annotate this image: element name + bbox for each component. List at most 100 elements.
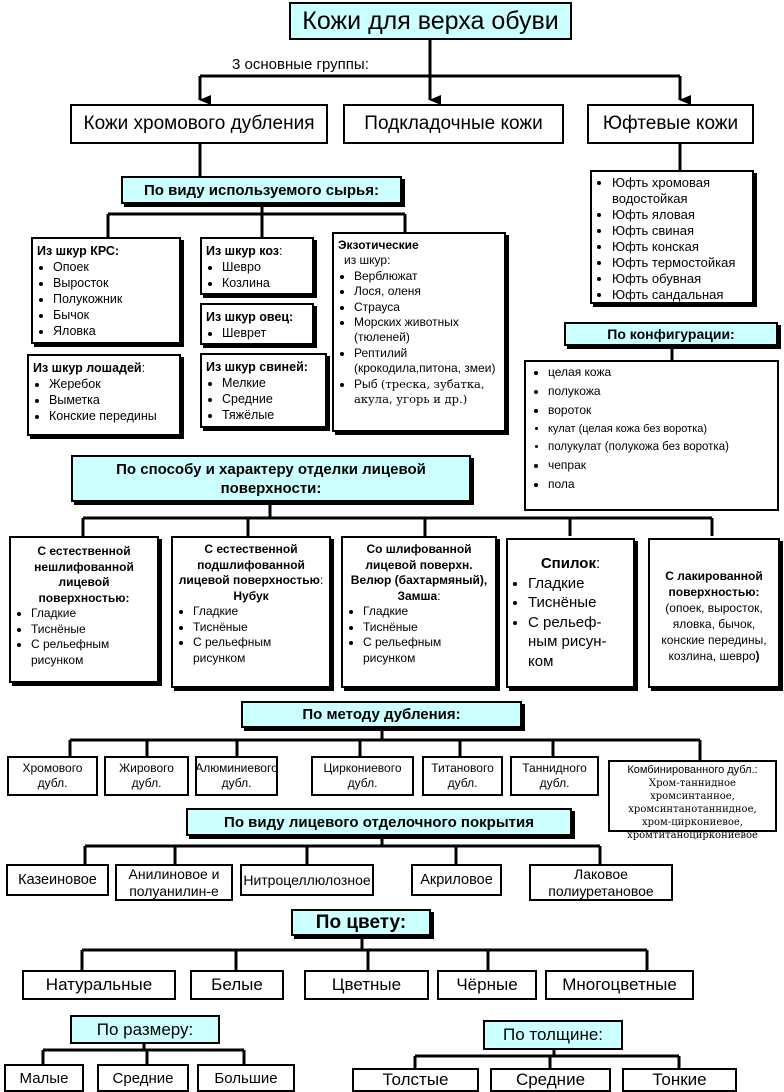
horses-box: Из шкур лошадей: Жеребок Выметка Конские… <box>27 354 181 436</box>
list-item: Тиснёные <box>528 593 629 613</box>
list-item: вороток <box>548 402 771 418</box>
list-item: Морских животных (тюленей) <box>354 315 500 346</box>
coating-casein: Казеиновое <box>6 864 109 896</box>
tanning-combined-title: Комбинированного дубл.: <box>627 764 758 776</box>
list-item: хромсинтанотаннидное, <box>628 804 757 815</box>
list-item: Лося, оленя <box>354 284 500 299</box>
finish-natural-box: С естественной нешлифованной лицевой пов… <box>9 536 159 683</box>
exotic-box: Экзотические из шкур: Верблюжат Лося, ол… <box>332 232 506 432</box>
list-item: Юфть яловая <box>612 207 748 223</box>
list-item: Выметка <box>49 392 175 408</box>
finish-nubuck-box: С естественной подшлифованной лицевой по… <box>171 536 331 688</box>
group-chrome: Кожи хромового дубления <box>70 104 328 144</box>
list-item: Юфть термостойкая <box>612 255 748 271</box>
pigs-box: Из шкур свиней: Мелкие Средние Тяжёлые <box>200 353 327 428</box>
list-item: Гладкие <box>528 574 629 594</box>
finish-velour-title: Со шлифованной лицевой поверхн.Велюр (ба… <box>350 542 488 603</box>
finish-lacquer-title: С лакированной поверхностью: <box>665 569 763 599</box>
list-item: Выросток <box>53 275 175 291</box>
coating-polyurethane: Лаковое полиуретановое <box>529 864 673 901</box>
tanning-combined: Комбинированного дубл.: Хром-таннидное х… <box>608 760 777 841</box>
list-item: Рептилий (крокодила,питона, змеи) <box>354 346 500 377</box>
list-item: кулат (целая кожа без воротка) <box>548 421 771 437</box>
finish-velour-box: Со шлифованной лицевой поверхн.Велюр (ба… <box>341 536 497 688</box>
color-colored: Цветные <box>304 970 429 1000</box>
list-item: Тяжёлые <box>222 407 321 423</box>
yuft-list: Юфть хромовая водостойкая Юфть яловая Юф… <box>590 170 754 304</box>
group-yuft: Юфтевые кожи <box>587 104 754 144</box>
color-black: Чёрные <box>437 970 537 1000</box>
raw-header: По виду используемого сырья: <box>121 176 402 204</box>
list-item: С рельефным рисунком <box>193 635 325 666</box>
list-item: С рельеф-ным рисун-ком <box>528 613 629 672</box>
tanning-header: По методу дубления: <box>241 701 522 728</box>
list-item: хромтитаноциркониевое <box>627 830 758 841</box>
size-medium: Средние <box>97 1064 189 1092</box>
list-item: Верблюжат <box>354 269 500 284</box>
list-item: чепрак <box>548 457 771 473</box>
list-item: Юфть сандальная <box>612 287 748 303</box>
groups-label: 3 основные группы: <box>232 56 369 73</box>
list-item: полукожа <box>548 383 771 399</box>
thickness-thick: Толстые <box>352 1068 479 1092</box>
list-item: Шеврет <box>222 325 308 341</box>
coating-aniline: Анилиновое и полуанилин-е <box>115 864 233 901</box>
list-item: Жеребок <box>49 376 175 392</box>
group-lining: Подкладочные кожи <box>343 104 564 144</box>
list-item: Гладкие <box>363 604 491 620</box>
color-white: Белые <box>190 970 284 1000</box>
sheep-title: Из шкур овец: <box>206 310 294 324</box>
size-small: Малые <box>4 1064 84 1092</box>
list-item: Тиснёные <box>31 622 153 638</box>
tanning-aluminium: Алюминиевого дубл. <box>195 756 278 796</box>
thickness-thin: Тонкие <box>622 1068 737 1092</box>
config-box: целая кожа полукожа вороток кулат (целая… <box>524 360 779 511</box>
finish-lacquer-note: (опоек, выросток, яловка, бычок, конские… <box>661 601 767 663</box>
config-header: По конфигурации: <box>564 322 778 346</box>
fish-note: (треска, зубатка, акула, угорь и др.) <box>354 376 485 407</box>
finish-header: По способу и характеру отделки лицевой п… <box>71 455 471 502</box>
main-title: Кожи для верха обуви <box>289 2 572 40</box>
coating-header: По виду лицевого отделочного покрытия <box>186 808 572 836</box>
list-item: Юфть обувная <box>612 271 748 287</box>
list-item: Тиснёные <box>193 620 325 636</box>
list-item: С рельефным рисунком <box>363 635 491 666</box>
list-item: Страуса <box>354 300 500 315</box>
finish-natural-title: С естественной нешлифованной лицевой пов… <box>34 544 134 605</box>
sheep-box: Из шкур овец: Шеврет <box>200 303 314 345</box>
tanning-zirconium: Циркониевого дубл. <box>311 756 414 796</box>
exotic-subtitle: из шкур: <box>344 253 391 268</box>
krs-box: Из шкур КРС: Опоек Выросток Полукожник Б… <box>31 237 181 344</box>
colon: : <box>279 244 283 258</box>
list-item: хром-циркониевое, <box>642 817 743 828</box>
list-item: Яловка <box>53 323 175 339</box>
horses-title: Из шкур лошадей <box>33 361 142 375</box>
size-header: По размеру: <box>70 1015 220 1044</box>
list-item: Тиснёные <box>363 620 491 636</box>
list-item: Гладкие <box>193 604 325 620</box>
list-item: С рельефным рисунком <box>31 637 153 668</box>
coating-acrylic: Акриловое <box>411 864 502 896</box>
finish-nubuck-title: С естественной подшлифованной лицевой по… <box>178 542 324 603</box>
list-item: целая кожа <box>548 364 771 380</box>
tanning-tannin: Таннидного дубл. <box>510 756 599 796</box>
finish-split-title: Спилок: <box>540 555 601 572</box>
tanning-fat: Жирового дубл. <box>104 756 189 796</box>
pigs-title: Из шкур свиней: <box>206 360 308 374</box>
tanning-titanium: Титанового дубл. <box>422 756 503 796</box>
list-item: Бычок <box>53 307 175 323</box>
list-item: Юфть свиная <box>612 223 748 239</box>
goats-title: Из шкур коз <box>206 244 280 258</box>
thickness-medium: Средние <box>490 1068 611 1092</box>
list-item: Полукожник <box>53 291 175 307</box>
list-item: хромсинтанное, <box>650 791 735 802</box>
coating-nitro: Нитроцеллюлозное <box>240 864 374 896</box>
colon: : <box>141 361 146 375</box>
list-item: Средние <box>222 391 321 407</box>
fish-label: Рыб <box>354 376 378 391</box>
size-large: Большие <box>197 1064 295 1092</box>
list-item: пола <box>548 476 771 492</box>
exotic-title: Экзотические <box>338 238 419 252</box>
finish-split-box: Спилок: Гладкие Тиснёные С рельеф-ным ри… <box>506 538 635 688</box>
